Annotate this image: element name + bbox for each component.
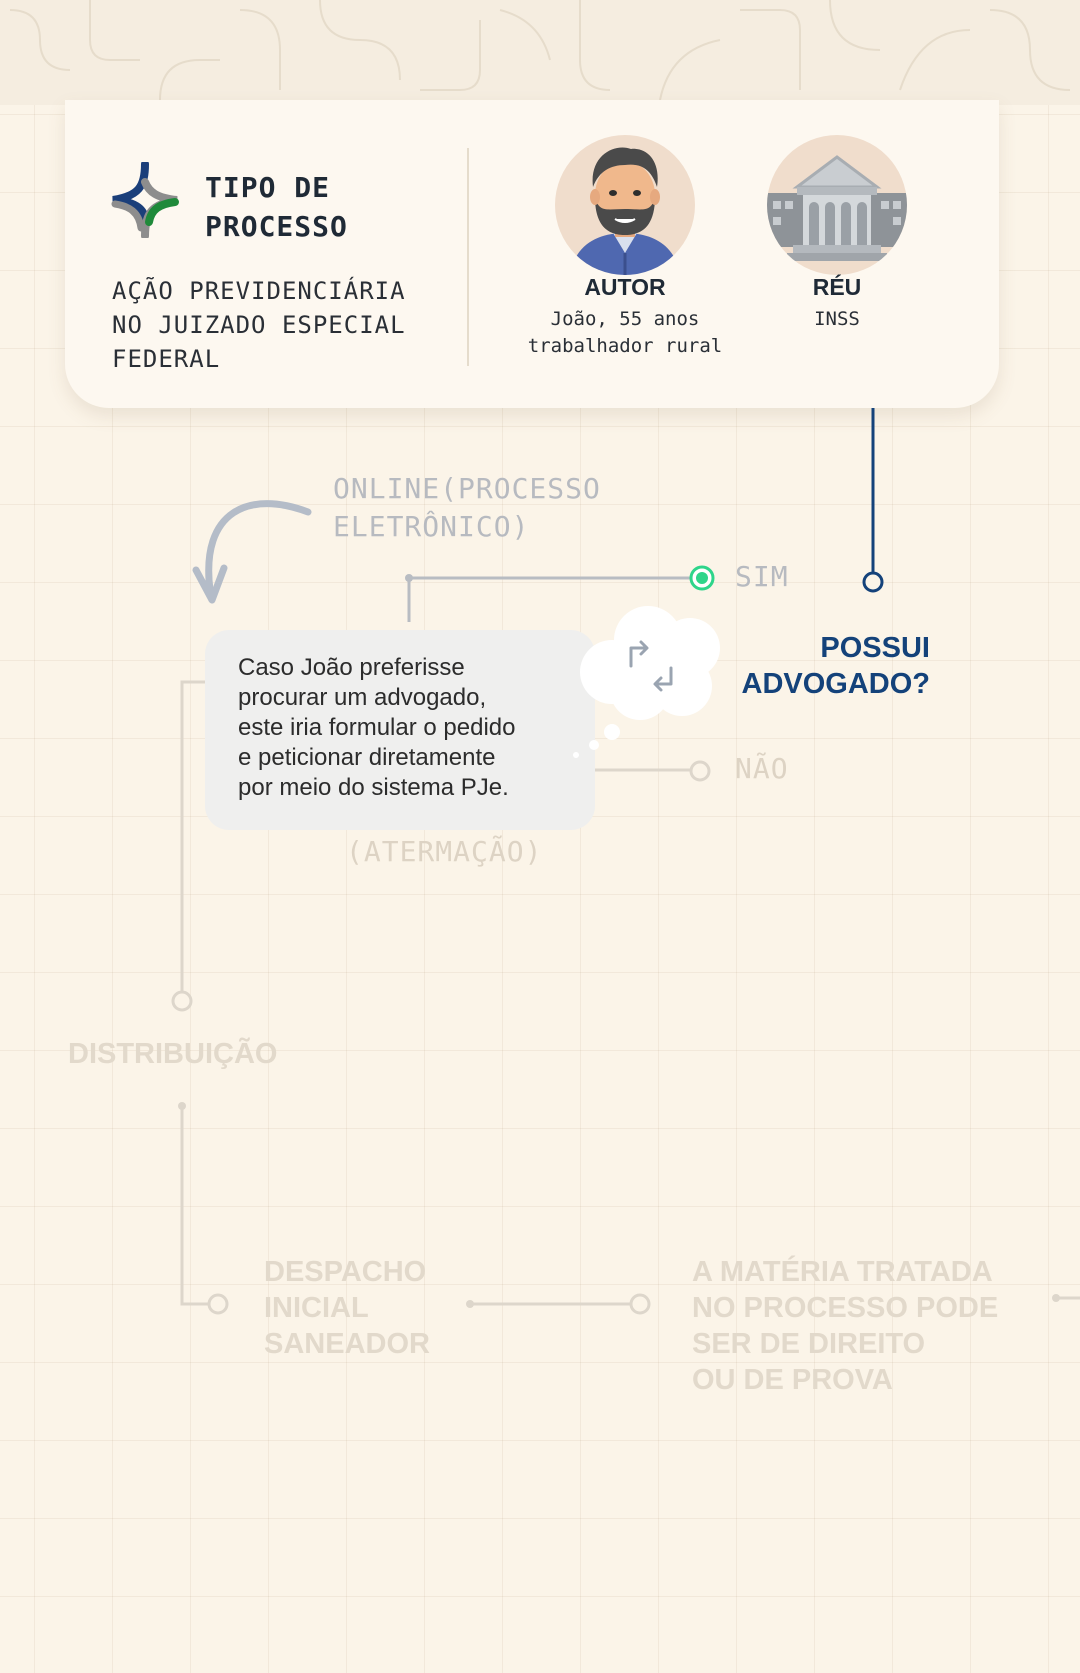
question-node <box>862 571 884 593</box>
speech-bubble: Caso João preferisse procurar um advogad… <box>205 630 595 830</box>
distribution-path-line <box>180 680 205 992</box>
jf-logo-icon <box>111 162 179 238</box>
card-divider <box>467 148 469 366</box>
process-type-title: TIPO DE PROCESSO <box>205 171 348 243</box>
defendant-avatar <box>767 135 907 275</box>
author-description: João, 55 anos trabalhador rural <box>527 308 723 357</box>
distribution-node <box>171 990 193 1012</box>
header-pattern-band <box>0 0 1080 105</box>
swap-arrows-icon <box>629 640 673 692</box>
author-label: AUTOR <box>584 274 666 300</box>
no-label: NÃO <box>735 752 789 785</box>
arrow-head-icon <box>192 564 228 604</box>
courthouse-icon <box>767 155 907 261</box>
yes-label: SIM <box>735 560 789 593</box>
online-label: ONLINE(PROCESSO ELETRÔNICO) <box>333 472 601 543</box>
despacho-path-dot <box>178 1102 186 1110</box>
distribution-label: DISTRIBUIÇÃO <box>68 1038 278 1070</box>
question-label: POSSUI ADVOGADO? <box>741 632 931 700</box>
materia-path-dot <box>466 1300 474 1308</box>
materia-node <box>629 1293 651 1315</box>
yes-node-center <box>696 572 708 584</box>
process-type-card: TIPO DE PROCESSO AÇÃO PREVIDENCIÁRIA NO … <box>65 100 999 408</box>
process-type-subtitle: AÇÃO PREVIDENCIÁRIA NO JUIZADO ESPECIAL … <box>112 277 406 373</box>
yes-path-dot <box>405 574 413 582</box>
defendant-description: INSS <box>814 308 860 330</box>
despacho-node <box>207 1293 229 1315</box>
next-path-dot <box>1052 1294 1060 1302</box>
defendant-label: RÉU <box>812 274 862 300</box>
despacho-label: DESPACHO INICIAL SANEADOR <box>264 1256 430 1360</box>
despacho-path-line <box>180 1106 208 1306</box>
author-avatar <box>555 135 695 275</box>
decorative-pattern <box>9 0 1071 101</box>
man-avatar-icon <box>570 147 680 275</box>
speech-bubble-text: Caso João preferisse procurar um advogad… <box>238 654 516 801</box>
curved-arrow-icon <box>205 500 312 594</box>
no-node <box>689 760 711 782</box>
materia-label: A MATÉRIA TRATADA NO PROCESSO PODE SER D… <box>692 1256 999 1396</box>
atermacao-label: (ATERMAÇÃO) <box>346 835 543 868</box>
